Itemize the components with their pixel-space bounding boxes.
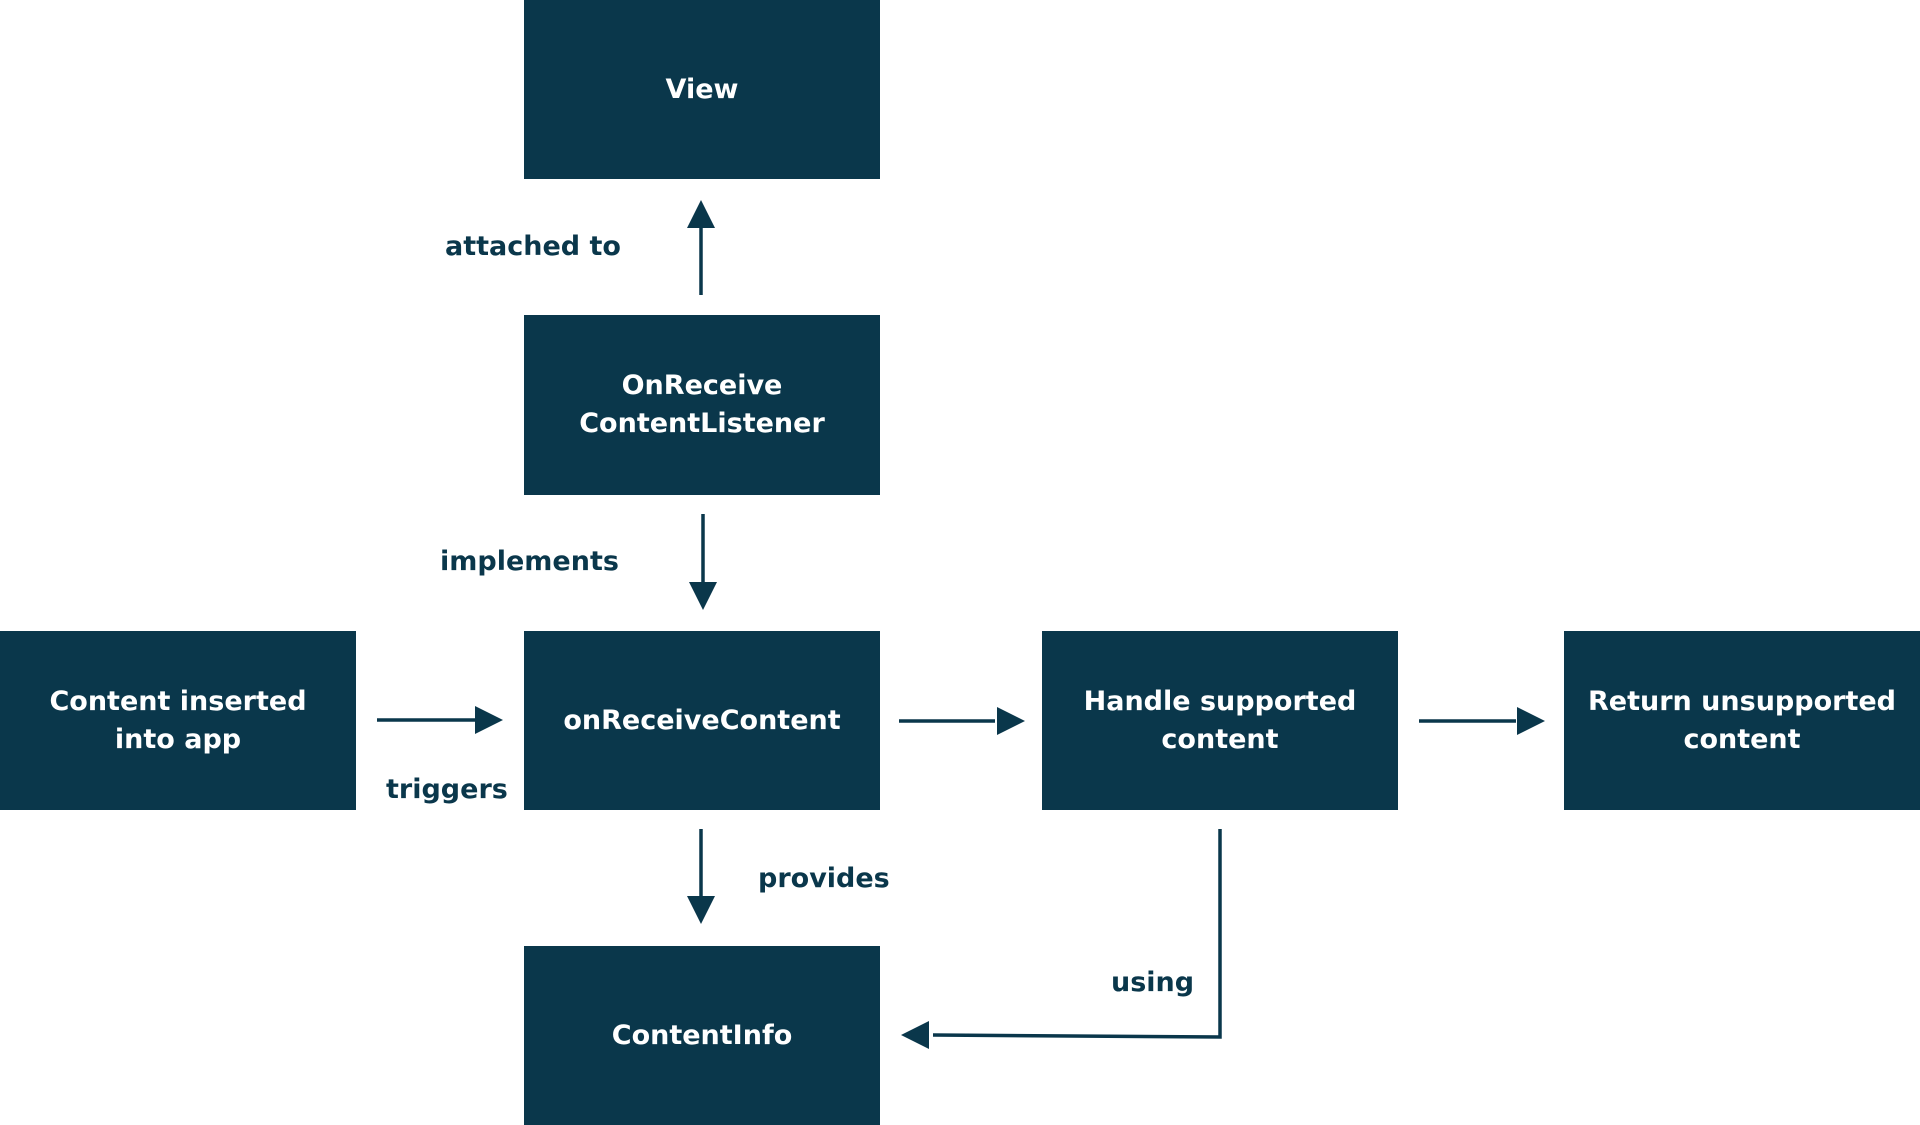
node-on-receive-content-listener: OnReceive ContentListener — [524, 315, 880, 495]
arrowhead-right — [475, 706, 503, 734]
arrowhead-right — [1517, 707, 1545, 735]
node-view: View — [524, 0, 880, 179]
edge-label-attached-to: attached to — [445, 231, 621, 262]
node-content-info: ContentInfo — [524, 946, 880, 1125]
node-content-inserted: Content inserted into app — [0, 631, 356, 810]
arrowhead-up — [687, 200, 715, 228]
edge-label-using: using — [1111, 967, 1195, 998]
node-return-unsupported-content: Return unsupported content — [1564, 631, 1920, 810]
node-content-info-label: ContentInfo — [611, 1019, 793, 1051]
node-content-inserted-label: Content inserted into app — [49, 685, 307, 755]
edge-label-provides: provides — [758, 863, 890, 894]
arrowhead-down — [689, 582, 717, 610]
node-return-unsupported-label: Return unsupported content — [1588, 685, 1896, 755]
edge-label-implements: implements — [440, 546, 619, 577]
edge-label-triggers: triggers — [386, 774, 508, 805]
arrowhead-left — [901, 1021, 929, 1049]
edge-using — [932, 829, 1222, 1039]
node-on-receive-content-label: onReceiveContent — [563, 704, 841, 736]
node-listener-label: OnReceive ContentListener — [579, 370, 825, 439]
arrowhead-down — [687, 896, 715, 924]
node-on-receive-content: onReceiveContent — [524, 631, 880, 810]
node-handle-supported-label: Handle supported content — [1083, 685, 1357, 755]
node-view-label: View — [665, 73, 739, 105]
arrowhead-right — [997, 707, 1025, 735]
node-handle-supported-content: Handle supported content — [1042, 631, 1398, 810]
